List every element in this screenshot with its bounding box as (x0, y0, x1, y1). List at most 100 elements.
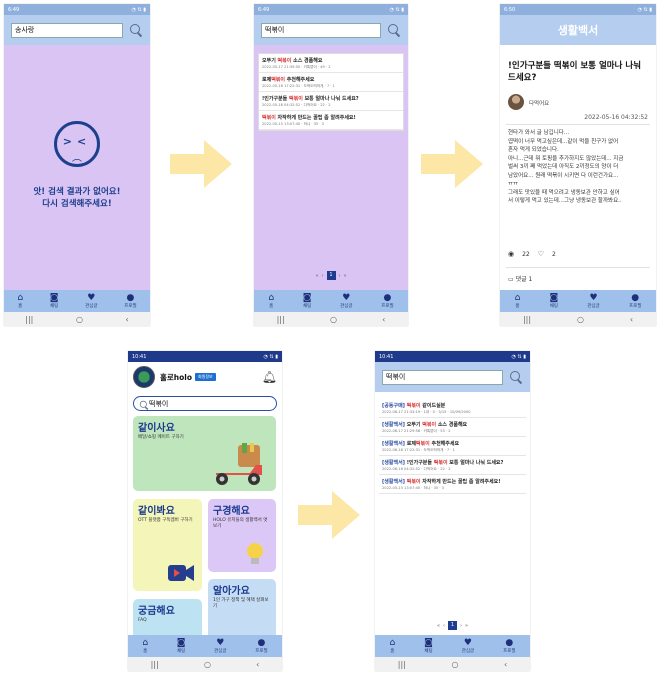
list-item[interactable]: 오뚜기 떡볶이 소스 경품해요 2022-05-17 21:39:50 · 카톡… (259, 54, 403, 73)
search-input[interactable]: 떡볶이 (382, 369, 503, 385)
recent-apps-button[interactable]: ||| (522, 314, 532, 324)
page-prev[interactable]: ‹ (443, 622, 445, 629)
nav-profile[interactable]: ●프로필 (503, 637, 516, 654)
nav-interest[interactable]: ♥관심글 (85, 292, 98, 309)
page-last[interactable]: » (343, 272, 347, 279)
nav-interest[interactable]: ♥관심글 (340, 292, 353, 309)
phone-search-results: 6:49◔ ⇅ ▮ 떡볶이 오뚜기 떡볶이 소스 경품해요 2022-05-17… (254, 4, 408, 326)
page-next[interactable]: › (338, 272, 341, 279)
result-list: 오뚜기 떡볶이 소스 경품해요 2022-05-17 21:39:50 · 카톡… (258, 53, 404, 131)
home-button[interactable]: ○ (451, 659, 459, 669)
recent-apps-button[interactable]: ||| (25, 314, 34, 324)
nav-chat[interactable]: ◙채팅 (302, 292, 312, 309)
nav-profile[interactable]: ●프로필 (255, 637, 268, 654)
home-button[interactable]: ○ (203, 659, 211, 669)
member-info-button[interactable]: 회원정보 (195, 373, 216, 381)
nav-home[interactable]: ⌂홈 (514, 292, 521, 309)
person-icon: ● (505, 637, 514, 648)
phone-no-results: 6:49◔ ⇅ ▮ 송사랑 ><︵ 앗! 검색 결과가 없어요! 다시 검색해주… (4, 4, 150, 326)
card-learn[interactable]: 알아가요 1인 가구 정책 및 혜택 살펴보기 (208, 579, 276, 639)
nav-home[interactable]: ⌂홈 (268, 292, 275, 309)
page-first[interactable]: « (436, 622, 440, 629)
search-input[interactable]: 떡볶이 (133, 396, 277, 411)
status-bar: 6:49◔ ⇅ ▮ (254, 4, 408, 15)
status-bar: 10:41◔ ⇅ ▮ (375, 351, 530, 362)
page-first[interactable]: « (315, 272, 319, 279)
post-date: 2022-05-16 04:32:52 (584, 114, 648, 121)
home-icon: ⌂ (514, 292, 521, 303)
back-button[interactable]: ‹ (629, 314, 634, 324)
avatar[interactable] (133, 366, 155, 388)
list-item[interactable]: 로제떡볶이 추천해주세요 2022-05-16 17:22:31 · 도떡도떡하… (259, 73, 403, 92)
search-input[interactable]: 송사랑 (11, 22, 123, 38)
list-item[interactable]: [공동구매] 떡볶이 같이드실분 2022-06-17 21:33:19 · 1… (379, 399, 526, 418)
lightbulb-icon (247, 543, 263, 564)
list-item[interactable]: [생활백서] 오뚜기 떡볶이 소스 경품해요 2022-06-17 21:29:… (379, 418, 526, 437)
like-count: 2 (552, 250, 556, 258)
nav-interest[interactable]: ♥관심글 (214, 637, 227, 654)
nav-profile[interactable]: ●프로필 (381, 292, 394, 309)
nav-chat[interactable]: ◙채팅 (424, 637, 433, 654)
home-button[interactable]: ○ (576, 314, 584, 324)
chat-icon: ◙ (49, 292, 59, 303)
card-faq[interactable]: 궁금해요 FAQ (133, 599, 202, 639)
bell-icon[interactable]: 🔔︎ (261, 370, 277, 384)
card-browse[interactable]: 구경해요 HOLO 유저들의 생활백서 엿보기 (208, 499, 276, 572)
heart-icon: ♥ (342, 292, 351, 303)
recent-apps-button[interactable]: ||| (150, 659, 159, 669)
card-watch-together[interactable]: 같이봐요 OTT 플랫폼 구독멤버 구하기 (133, 499, 202, 591)
bottom-nav: ⌂홈 ◙채팅 ♥관심글 ●프로필 (254, 290, 408, 312)
home-button[interactable]: ○ (75, 314, 83, 324)
nav-chat[interactable]: ◙채팅 (176, 637, 186, 654)
heart-icon: ♥ (216, 637, 225, 648)
nav-home[interactable]: ⌂홈 (389, 637, 396, 654)
nav-profile[interactable]: ●프로필 (628, 292, 642, 309)
home-icon: ⌂ (17, 292, 24, 303)
nav-home[interactable]: ⌂홈 (142, 637, 149, 654)
back-button[interactable]: ‹ (382, 314, 386, 324)
search-icon[interactable] (509, 370, 523, 384)
heart-icon: ♥ (589, 292, 598, 303)
back-button[interactable]: ‹ (503, 659, 508, 669)
list-item[interactable]: [생활백서] 떡볶이 자작하게 만드는 꿀팁 좀 알려주세요! 2022-05-… (379, 475, 526, 494)
result-list: [공동구매] 떡볶이 같이드실분 2022-06-17 21:33:19 · 1… (379, 399, 526, 494)
nav-chat[interactable]: ◙채팅 (49, 292, 59, 309)
view-count: 22 (522, 250, 530, 258)
list-item[interactable]: 떡볶이 자작하게 만드는 꿀팁 좀 알려주세요! 2022-05-15 13:0… (259, 111, 403, 130)
back-button[interactable]: ‹ (256, 659, 260, 669)
page-current[interactable]: 1 (326, 271, 336, 280)
heart-outline-icon[interactable]: ♡ (537, 250, 545, 258)
recent-apps-button[interactable]: ||| (276, 314, 285, 324)
page-prev[interactable]: ‹ (321, 272, 324, 279)
chat-icon: ◙ (302, 292, 312, 303)
list-item[interactable]: !인가구분들 떡볶이 보통 얼마나 나눠 드세요? 2022-05-16 04:… (259, 92, 403, 111)
nav-chat[interactable]: ◙채팅 (549, 292, 559, 309)
list-item[interactable]: [생활백서] !인가구분들 떡볶이 보통 얼마나 나눠 드세요? 2022-06… (379, 456, 526, 475)
search-icon[interactable] (387, 23, 401, 37)
search-input[interactable]: 떡볶이 (261, 22, 381, 38)
arrow-right-icon (170, 140, 232, 188)
page-next[interactable]: › (460, 622, 462, 629)
back-button[interactable]: ‹ (125, 314, 129, 324)
status-bar: 10:41◔ ⇅ ▮ (128, 351, 282, 362)
sad-face-icon: ><︵ (54, 121, 100, 167)
card-buy-together[interactable]: 같이사요 배달/쇼핑 메이트 구하기 (133, 416, 276, 491)
nav-profile[interactable]: ●프로필 (124, 292, 137, 309)
post-stats: ◉22 ♡2 (508, 250, 556, 258)
page-current[interactable]: 1 (448, 621, 457, 630)
comment-link[interactable]: ▭ 댓글 1 (508, 276, 533, 283)
person-icon: ● (631, 292, 640, 303)
list-item[interactable]: [생활백서] 로제떡볶이 추천해주세요 2022-06-16 17:22:31 … (379, 437, 526, 456)
search-icon[interactable] (129, 23, 143, 37)
pagination: « ‹ 1 › » (254, 271, 408, 280)
page-last[interactable]: » (465, 622, 469, 629)
home-button[interactable]: ○ (329, 314, 337, 324)
person-icon: ● (126, 292, 135, 303)
nav-interest[interactable]: ♥관심글 (587, 292, 600, 309)
recent-apps-button[interactable]: ||| (397, 659, 406, 669)
bottom-nav: ⌂홈 ◙채팅 ♥관심글 ●프로필 (500, 290, 656, 312)
nav-interest[interactable]: ♥관심글 (461, 637, 475, 654)
avatar[interactable] (508, 94, 524, 110)
nav-home[interactable]: ⌂홈 (17, 292, 24, 309)
post-author[interactable]: 다먹어요 (529, 101, 550, 107)
